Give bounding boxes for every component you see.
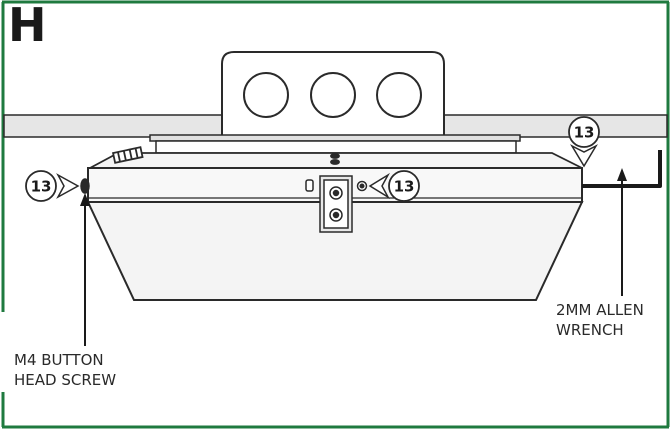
left-tab bbox=[111, 146, 144, 164]
button-head-screw bbox=[80, 178, 90, 194]
knockout-2 bbox=[310, 72, 356, 118]
callout-center-number: 13 bbox=[394, 178, 415, 196]
mounting-plate bbox=[149, 134, 521, 154]
label-wrench: 2MM ALLEN WRENCH bbox=[556, 300, 644, 340]
allen-wrench bbox=[582, 150, 662, 188]
junction-box bbox=[221, 51, 445, 137]
callout-top-right: 13 bbox=[568, 116, 600, 168]
callout-center: 13 bbox=[368, 170, 420, 202]
center-connector bbox=[305, 175, 368, 233]
knockout-3 bbox=[376, 72, 422, 118]
leader-wrench bbox=[617, 168, 627, 296]
callout-left-number: 13 bbox=[31, 178, 52, 196]
panel-letter: H bbox=[8, 0, 47, 52]
label-screw-line-2: HEAD SCREW bbox=[14, 371, 117, 389]
label-wrench-line-1: 2MM ALLEN bbox=[556, 301, 644, 319]
knockout-1 bbox=[243, 72, 289, 118]
fixture-body bbox=[86, 201, 584, 301]
label-wrench-line-2: WRENCH bbox=[556, 321, 624, 339]
label-screw-line-1: M4 BUTTON bbox=[14, 351, 104, 369]
callout-top-right-number: 13 bbox=[574, 124, 595, 142]
leader-screw bbox=[80, 193, 90, 346]
callout-left: 13 bbox=[25, 170, 80, 202]
label-screw: M4 BUTTON HEAD SCREW bbox=[14, 350, 116, 390]
